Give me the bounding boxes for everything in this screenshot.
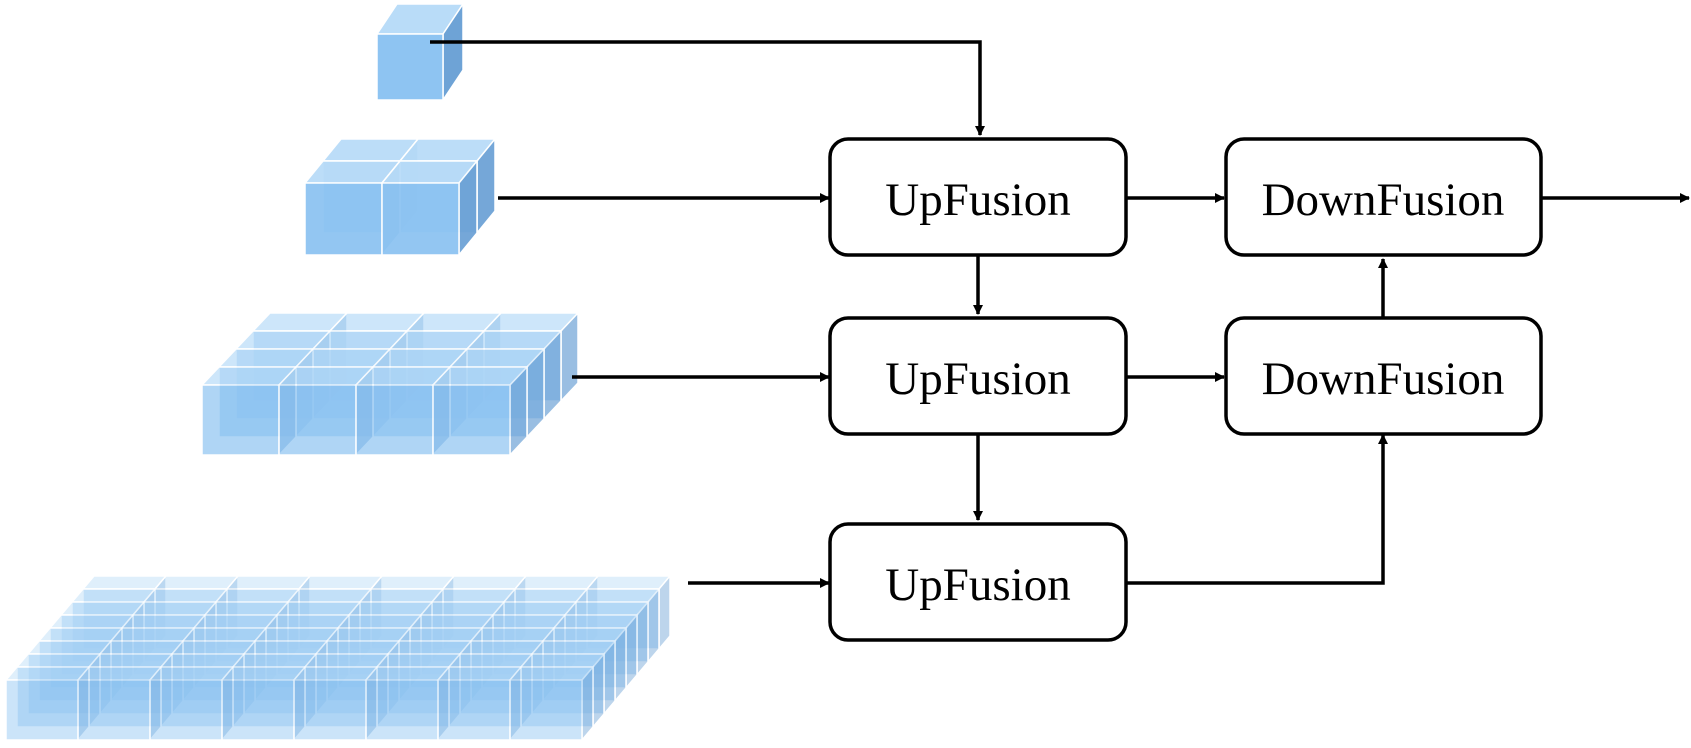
downfusion-block-1: DownFusion (1224, 137, 1543, 257)
upfusion-block-3: UpFusion (828, 522, 1128, 642)
pyramid-cube (253, 625, 340, 704)
pyramid-cube (15, 651, 102, 730)
pyramid-cube (380, 158, 479, 258)
pyramid-cube (87, 651, 174, 730)
pyramid-cube (574, 586, 661, 665)
arrow-up3-to-down2 (1126, 434, 1388, 585)
upfusion-label-1: UpFusion (885, 174, 1070, 226)
pyramid-cube (585, 573, 672, 652)
pyramid-cube (325, 625, 412, 704)
pyramid-cube (192, 612, 279, 691)
pyramid-cube (142, 586, 229, 665)
pyramid-cube (231, 651, 318, 730)
pyramid-cube (541, 625, 628, 704)
pyramid-cube (181, 625, 268, 704)
pyramid-cube (408, 612, 495, 691)
pyramid-cube (369, 573, 456, 652)
pyramid-cube (70, 586, 157, 665)
pyramid-cube (242, 638, 329, 717)
pyramid-cube (148, 664, 235, 743)
pyramid-cube (469, 625, 556, 704)
arrow-level1-to-up1 (430, 40, 985, 136)
pyramid-cube (48, 612, 135, 691)
pyramid-cube (513, 573, 600, 652)
pyramid-cube (347, 599, 434, 678)
pyramid-cube (419, 599, 506, 678)
pyramid-cube (519, 651, 606, 730)
upfusion-label-3: UpFusion (885, 559, 1070, 611)
pyramid-cube (81, 573, 168, 652)
fusion-blocks: UpFusion UpFusion UpFusion DownFusion Do… (828, 137, 1543, 642)
pyramid-cube (364, 664, 451, 743)
pyramid-cube (358, 586, 445, 665)
pyramid-cube (109, 625, 196, 704)
pyramid-cube (441, 573, 528, 652)
pyramid-cube (203, 599, 290, 678)
pyramid-cube (397, 625, 484, 704)
pyramid-cube (214, 586, 301, 665)
pyramid-cube (131, 599, 218, 678)
pyramid-cube (59, 599, 146, 678)
pyramid-cube (225, 573, 312, 652)
pyramid-cube (375, 1, 465, 103)
pyramid-cube (563, 599, 650, 678)
pyramid-cube (297, 573, 384, 652)
downfusion-block-2: DownFusion (1224, 316, 1543, 436)
pyramid-cube (552, 612, 639, 691)
pyramid-cube (286, 586, 373, 665)
pyramid-cube (430, 586, 517, 665)
feature-pyramid (4, 1, 672, 743)
pyramid-cube (4, 664, 91, 743)
pyramid-cube (480, 612, 567, 691)
pyramid-cube (220, 664, 307, 743)
pyramid-level-4 (4, 573, 672, 743)
pyramid-cube (264, 612, 351, 691)
pyramid-cube (530, 638, 617, 717)
pyramid-cube (491, 599, 578, 678)
pyramid-cube (508, 664, 595, 743)
pyramid-cube (458, 638, 545, 717)
pyramid-cube (26, 638, 113, 717)
upfusion-block-1: UpFusion (828, 137, 1128, 257)
pyramid-cube (314, 638, 401, 717)
pyramid-cube (159, 651, 246, 730)
pyramid-level-1 (375, 1, 465, 103)
downfusion-label-1: DownFusion (1262, 174, 1505, 226)
downfusion-label-2: DownFusion (1262, 353, 1505, 405)
pyramid-cube (447, 651, 534, 730)
pyramid-level-2 (303, 136, 497, 258)
pyramid-cube (431, 365, 529, 457)
pyramid-cube (37, 625, 124, 704)
pyramid-cube (98, 638, 185, 717)
pyramid-cube (170, 638, 257, 717)
pyramid-cube (436, 664, 523, 743)
upfusion-block-2: UpFusion (828, 316, 1128, 436)
pyramid-cube (502, 586, 589, 665)
pyramid-cube (275, 599, 362, 678)
pyramid-cube (76, 664, 163, 743)
upfusion-label-2: UpFusion (885, 353, 1070, 405)
connector-arrows (430, 40, 1690, 588)
pyramid-cube (386, 638, 473, 717)
pyramid-level-3 (200, 311, 580, 457)
pyramid-cube (375, 651, 462, 730)
pyramid-cube (120, 612, 207, 691)
pyramid-cube (303, 651, 390, 730)
pyramid-cube (153, 573, 240, 652)
pyramid-cube (292, 664, 379, 743)
pyramid-cube (336, 612, 423, 691)
